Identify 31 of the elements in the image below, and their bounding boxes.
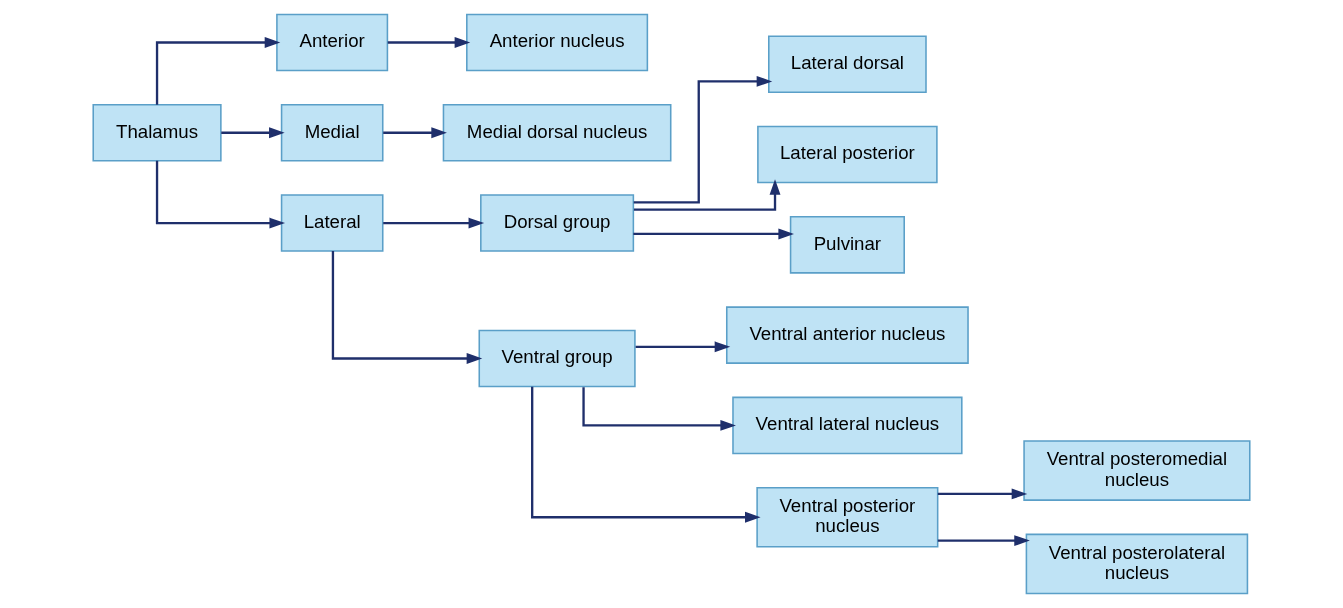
arrow — [635, 341, 731, 353]
node-box: Anterior nucleus — [466, 13, 649, 72]
node-box: Ventral anterior nucleus — [726, 306, 969, 364]
arrow — [633, 179, 781, 211]
node-box: Ventral posterior nucleus — [756, 486, 939, 548]
node-box: Dorsal group — [480, 194, 635, 252]
node-box: Medial — [280, 104, 384, 162]
arrow — [383, 127, 447, 139]
arrow — [633, 228, 794, 240]
arrow — [937, 488, 1028, 500]
node-box: Ventral posterolateral nucleus — [1025, 533, 1249, 595]
node-box: Pulvinar — [789, 216, 905, 274]
node-box: Anterior — [276, 13, 389, 72]
arrow — [331, 251, 483, 364]
arrow — [221, 127, 285, 139]
node-box: Thalamus — [92, 104, 222, 162]
arrow — [387, 37, 471, 48]
node-box: Ventral group — [478, 329, 636, 388]
node-box: Ventral posteromedial nucleus — [1023, 440, 1251, 501]
arrow — [531, 386, 761, 523]
node-box: Lateral — [280, 194, 384, 252]
arrow — [582, 387, 736, 431]
arrow — [383, 217, 485, 229]
arrow — [155, 160, 286, 229]
arrow — [937, 535, 1030, 547]
arrow — [633, 75, 773, 204]
node-box: Lateral dorsal — [768, 35, 927, 94]
arrow — [155, 37, 281, 105]
node-box: Medial dorsal nucleus — [442, 104, 672, 162]
node-box: Ventral lateral nucleus — [732, 396, 963, 455]
node-box: Lateral posterior — [757, 125, 938, 184]
